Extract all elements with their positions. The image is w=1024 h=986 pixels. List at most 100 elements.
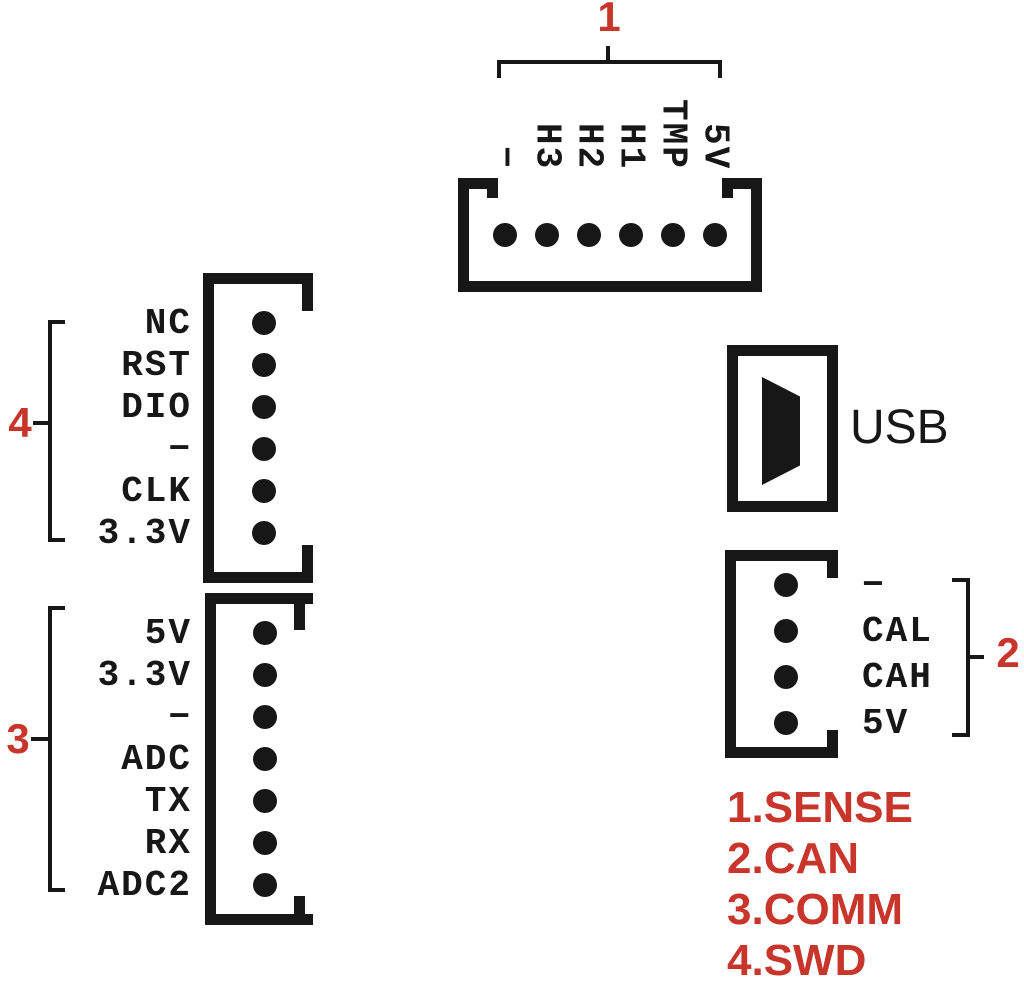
- pin-label: −: [168, 696, 192, 738]
- pin-label-cell: NC: [56, 303, 192, 344]
- swd-pin-labels: NC RST DIO − CLK 3.3V: [56, 273, 192, 583]
- pin-dot: [253, 705, 277, 729]
- pin-label: CAH: [862, 656, 933, 698]
- pin-dot: [253, 873, 277, 897]
- legend-item-can: 2.CAN: [727, 834, 860, 883]
- bracket-1-left-tick: [497, 60, 501, 78]
- ref-number-2: 2: [996, 629, 1020, 676]
- pin-label: 5V: [862, 702, 910, 744]
- pin-dot: [773, 619, 798, 643]
- pin-dot: [252, 311, 276, 335]
- pin-label-cell: RST: [56, 345, 192, 386]
- can-pin-labels: − CAL CAH 5V: [862, 550, 1012, 758]
- sense-housing-stub-left-hook: [487, 189, 498, 198]
- pin-dot: [253, 789, 277, 813]
- pin-dot: [661, 223, 685, 247]
- pin-label-cell: CAL: [862, 611, 1012, 652]
- bracket-2-center-tick: [970, 655, 984, 659]
- ref-number-3: 3: [6, 715, 30, 762]
- comm-housing-hook-bottom: [294, 896, 305, 914]
- comm-pin-labels: 5V 3.3V − ADC TX RX ADC2: [40, 593, 192, 925]
- sense-pins: [469, 223, 751, 247]
- pin-dot: [773, 711, 798, 735]
- pin-label: TX: [144, 780, 192, 822]
- pin-label-cell: −: [40, 697, 192, 738]
- bracket-2-line: [966, 578, 970, 737]
- pin-label-cell: H2: [569, 123, 610, 170]
- pin-label-cell: DIO: [56, 387, 192, 428]
- pin-label: 5V: [144, 612, 192, 654]
- bracket-1-line: [497, 60, 722, 64]
- bracket-3-center-tick: [31, 737, 49, 741]
- bracket-1-right-tick: [718, 60, 722, 78]
- pin-label-cell: −: [862, 565, 1012, 606]
- pin-dot: [619, 223, 643, 247]
- pin-label: TMP: [652, 99, 694, 170]
- pin-dot: [773, 665, 798, 689]
- can-pins: [736, 561, 827, 747]
- pin-label-cell: TMP: [653, 99, 694, 170]
- pin-label: H1: [610, 122, 652, 170]
- comm-connector-housing: [205, 593, 313, 925]
- comm-housing-hook-top: [294, 604, 305, 630]
- pin-label-cell: ADC: [40, 739, 192, 780]
- pin-label: H2: [568, 122, 610, 170]
- ref-number-4: 4: [8, 399, 32, 446]
- pin-label-cell: ADC2: [40, 865, 192, 906]
- pin-label-cell: 5V: [40, 613, 192, 654]
- can-housing-hook-top: [827, 561, 838, 578]
- pin-dot: [252, 479, 276, 503]
- pin-dot: [252, 521, 276, 545]
- bracket-3-bottom-tick: [52, 888, 65, 892]
- pin-dot: [253, 747, 277, 771]
- legend: 1.SENSE 2.CAN 3.COMM 4.SWD: [727, 782, 913, 986]
- swd-pins: [214, 284, 302, 572]
- bracket-4-center-tick: [33, 421, 49, 425]
- pin-dot: [253, 621, 277, 645]
- pin-label: H3: [526, 122, 568, 170]
- pin-label: 3.3V: [97, 654, 192, 696]
- bracket-2-top-tick: [952, 578, 966, 582]
- pin-label-cell: H3: [527, 123, 568, 170]
- pin-dot: [252, 353, 276, 377]
- sense-housing-stub-right-hook: [722, 189, 733, 198]
- pin-label-cell: 5V: [862, 703, 1012, 744]
- sense-housing-stub-right: [722, 178, 762, 189]
- pin-dot: [577, 223, 601, 247]
- usb-plug-icon: [762, 377, 800, 485]
- legend-item-sense: 1.SENSE: [727, 783, 913, 832]
- pin-label: CLK: [121, 470, 192, 512]
- pin-label: ADC: [121, 738, 192, 780]
- pin-dot: [773, 573, 798, 597]
- pin-label-cell: −: [485, 146, 526, 170]
- pin-label: −: [484, 146, 526, 170]
- pin-dot: [535, 223, 559, 247]
- pin-label: ADC2: [97, 864, 192, 906]
- bracket-4-bottom-tick: [52, 538, 65, 542]
- bracket-2-bottom-tick: [952, 733, 966, 737]
- sense-housing-stub-left: [458, 178, 498, 189]
- bracket-3-line: [48, 606, 52, 892]
- pin-label: NC: [144, 302, 192, 344]
- swd-housing-hook-top: [302, 284, 313, 311]
- pin-dot: [253, 831, 277, 855]
- pin-dot: [703, 223, 727, 247]
- pin-label: 3.3V: [97, 512, 192, 554]
- legend-item-comm: 3.COMM: [727, 885, 903, 934]
- legend-item-swd: 4.SWD: [727, 936, 867, 985]
- pin-label-cell: H1: [611, 123, 652, 170]
- swd-housing-hook-bottom: [302, 545, 313, 572]
- pin-label: DIO: [121, 386, 192, 428]
- pin-dot: [493, 223, 517, 247]
- pin-label: CAL: [862, 610, 933, 652]
- ref-number-1: 1: [597, 0, 621, 40]
- pin-dot: [252, 395, 276, 419]
- can-connector-housing: [725, 550, 838, 758]
- pin-label-cell: 3.3V: [56, 513, 192, 554]
- pin-dot: [253, 663, 277, 687]
- sense-pin-labels: − H3 H2 H1 TMP 5V: [458, 38, 762, 170]
- bracket-4-line: [48, 320, 52, 542]
- pin-label: RST: [121, 344, 192, 386]
- swd-connector-housing: [203, 273, 313, 583]
